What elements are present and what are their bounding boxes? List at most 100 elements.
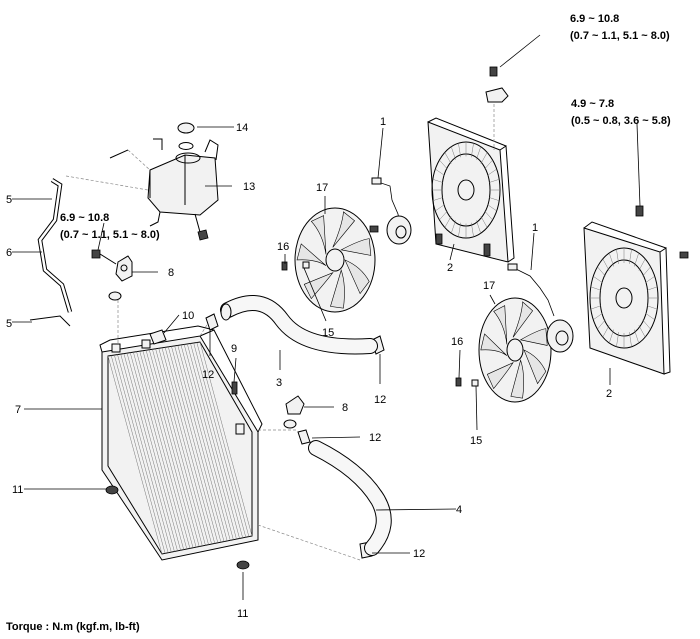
- shroud-rib: [642, 319, 651, 330]
- shroud-rib: [645, 312, 655, 320]
- shroud-rib: [642, 266, 651, 277]
- callout-15a: 15: [322, 327, 334, 339]
- shroud-rib: [609, 329, 614, 344]
- shroud-rib: [590, 286, 601, 291]
- callout-9: 9: [231, 343, 237, 355]
- svg-text:(0.5 ~ 0.8, 3.6 ~ 5.8): (0.5 ~ 0.8, 3.6 ~ 5.8): [571, 115, 671, 127]
- radiator-fin: [183, 344, 237, 540]
- shroud-rib: [597, 319, 606, 330]
- shroud-rib: [616, 249, 619, 264]
- radiator-fin: [117, 354, 172, 553]
- hose-clamp-lower-top: [297, 429, 311, 445]
- callout-numbers: 1 1 2 2 3 4 5 5 6 7 8 8 9 10 11 11 12 12…: [6, 116, 612, 620]
- radiator: [99, 319, 361, 570]
- radiator-fin: [155, 348, 209, 545]
- callout-5b: 5: [6, 318, 12, 330]
- callout-17a: 17: [316, 182, 328, 194]
- callout-16b: 16: [451, 336, 463, 348]
- hose-clamp-upper-left: [205, 313, 219, 331]
- svg-text:(0.7 ~ 1.1, 5.1 ~ 8.0): (0.7 ~ 1.1, 5.1 ~ 8.0): [570, 30, 670, 42]
- shroud-rib: [609, 252, 614, 267]
- fan-blade: [330, 269, 345, 309]
- shroud-rib: [458, 222, 461, 237]
- radiator-fin: [199, 341, 253, 537]
- callout-12a: 12: [202, 369, 214, 381]
- radiator-fin: [180, 344, 234, 540]
- fan-blade: [332, 211, 356, 248]
- radiator-fin: [142, 350, 197, 548]
- leader-lines: [12, 34, 641, 600]
- callout-8a: 8: [168, 267, 174, 279]
- radiator-fin: [158, 348, 212, 545]
- shroud-rib: [638, 258, 646, 271]
- radiator-fin: [136, 351, 191, 549]
- radiator-fin: [145, 350, 200, 547]
- radiator-fin: [171, 346, 225, 542]
- shroud-rib: [593, 276, 603, 284]
- shroud-rib: [597, 266, 606, 277]
- shroud-rib: [489, 197, 500, 201]
- air-guard-clip: [149, 329, 167, 345]
- shroud-rib: [602, 258, 610, 271]
- callout-12c: 12: [369, 432, 381, 444]
- bracket-upper: [91, 249, 133, 350]
- callout-16a: 16: [277, 241, 289, 253]
- callout-12d: 12: [413, 548, 425, 560]
- callout-1b: 1: [532, 222, 538, 234]
- shroud-rib: [489, 179, 500, 183]
- fan-shroud-left: [427, 117, 515, 263]
- shroud-rib: [487, 204, 497, 212]
- shroud-rib: [616, 332, 619, 347]
- torque-label-top-right: 6.9 ~ 10.8 (0.7 ~ 1.1, 5.1 ~ 8.0): [570, 13, 670, 42]
- radiator-fin: [133, 352, 188, 550]
- radiator-fin: [114, 354, 169, 553]
- shroud-rib: [451, 146, 456, 160]
- fan-blade: [310, 215, 327, 255]
- overflow-hose: [29, 149, 151, 327]
- radiator-fin: [126, 353, 181, 551]
- fan-blade: [296, 243, 327, 266]
- reservoir-tank: [147, 139, 219, 241]
- cooling-fan-left: [294, 207, 376, 313]
- radiator-fin: [107, 355, 163, 555]
- shroud-top-bracket: [485, 66, 509, 150]
- callout-6: 6: [6, 247, 12, 259]
- radiator-fin: [123, 353, 178, 551]
- lower-radiator-hose: [308, 440, 392, 556]
- fan-blade: [303, 271, 334, 300]
- svg-text:6.9 ~ 10.8: 6.9 ~ 10.8: [60, 212, 109, 224]
- torque-label-left: 6.9 ~ 10.8 (0.7 ~ 1.1, 5.1 ~ 8.0): [60, 212, 160, 241]
- radiator-fin: [196, 342, 250, 537]
- radiator-fin: [168, 346, 222, 543]
- svg-text:4.9 ~ 7.8: 4.9 ~ 7.8: [571, 98, 614, 110]
- radiator-fin: [164, 347, 219, 543]
- shroud-rib: [471, 143, 474, 158]
- shroud-rib: [484, 210, 493, 221]
- svg-text:6.9 ~ 10.8: 6.9 ~ 10.8: [570, 13, 619, 25]
- shroud-rib: [471, 222, 474, 237]
- shroud-rib: [458, 143, 461, 158]
- shroud-rib: [629, 249, 632, 264]
- callout-15b: 15: [470, 435, 482, 447]
- callout-17b: 17: [483, 280, 495, 292]
- callout-13: 13: [243, 181, 255, 193]
- drain-plug: [231, 381, 238, 395]
- shroud-rib: [647, 305, 658, 310]
- shroud-rib: [439, 159, 448, 170]
- radiator-fin: [110, 355, 166, 554]
- fan-nut-left: [281, 261, 310, 271]
- fan-shroud-right: [583, 205, 689, 375]
- callout-11b: 11: [237, 608, 248, 620]
- shroud-rib: [444, 152, 452, 164]
- reservoir-cap: [153, 122, 195, 150]
- fan-blade: [493, 305, 508, 345]
- shroud-rib: [487, 168, 497, 176]
- fan-motor-left: [369, 177, 412, 245]
- shroud-rib: [451, 220, 456, 234]
- radiator-fin: [193, 342, 247, 538]
- shroud-rib: [484, 159, 493, 170]
- shroud-rib: [647, 286, 658, 291]
- callout-12b: 12: [374, 394, 386, 406]
- radiator-fin: [177, 345, 231, 541]
- callout-8b: 8: [342, 402, 348, 414]
